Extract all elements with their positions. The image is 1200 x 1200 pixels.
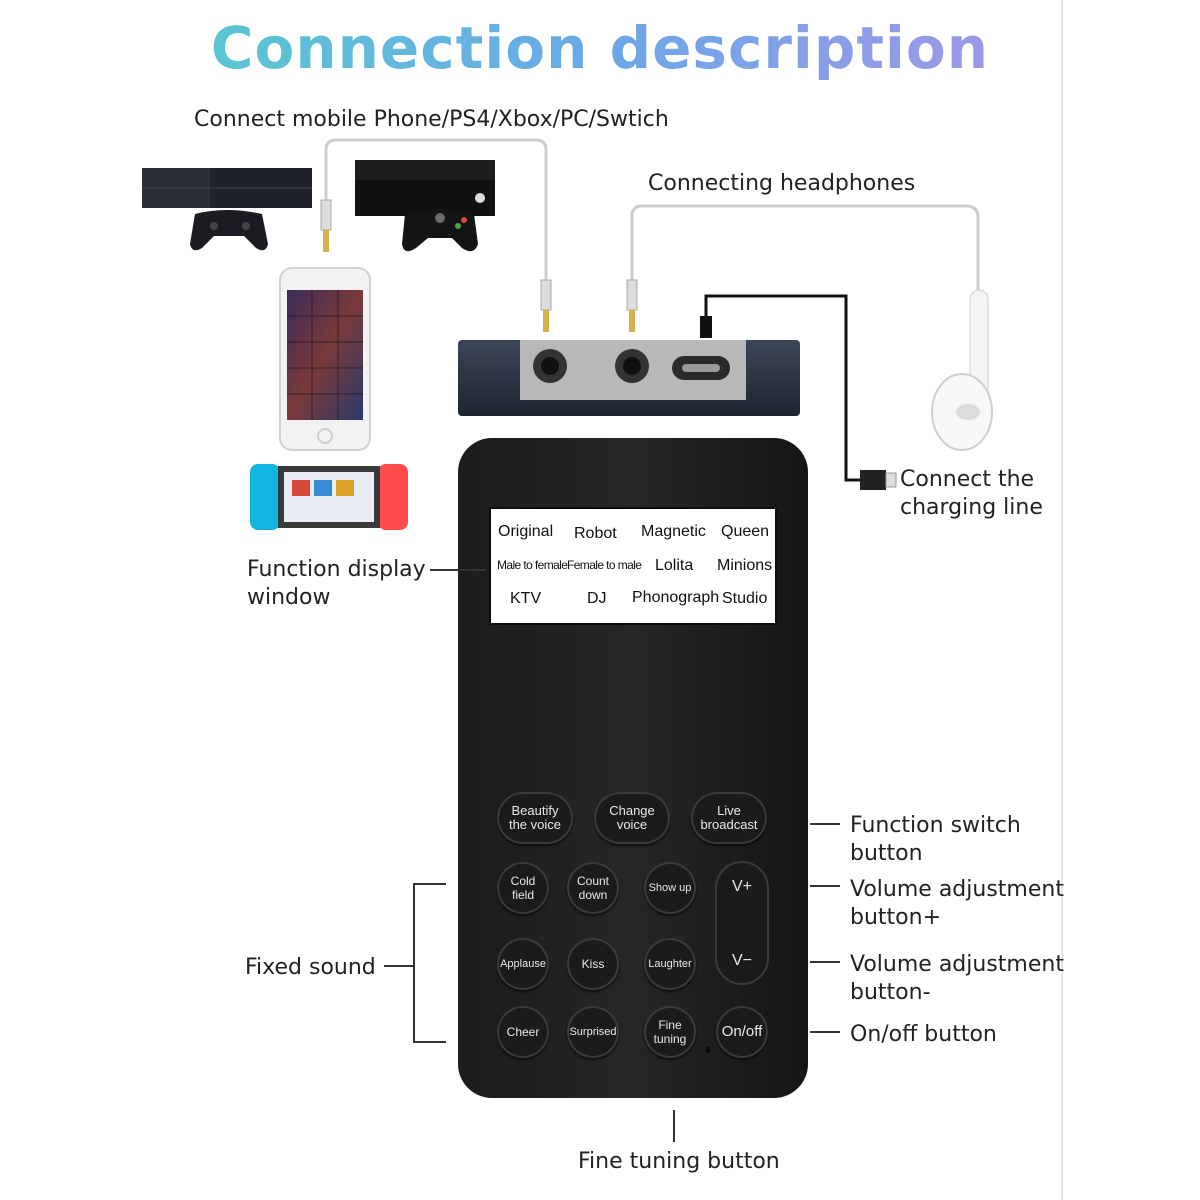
function-switch-label-2: button — [850, 841, 923, 866]
headphone-cable — [630, 204, 980, 300]
charging-cable — [704, 294, 862, 482]
function-switch-label-1: Function switch — [850, 813, 1021, 838]
ps4-console-icon — [142, 168, 312, 208]
volume-rocker — [715, 861, 769, 985]
display-ktv: KTV — [510, 590, 542, 607]
change-line-2: voice — [616, 817, 648, 832]
beautify-line-2: the voice — [508, 817, 562, 832]
kiss-button[interactable]: Kiss — [567, 938, 619, 990]
laughter-button[interactable]: Laughter — [644, 938, 696, 990]
charging-line-label-2: charging line — [900, 495, 1043, 520]
headphones-label: Connecting headphones — [648, 171, 916, 196]
charging-line-label-1: Connect the — [900, 467, 1035, 492]
volume-minus-label-1: Volume adjustment — [850, 952, 1064, 977]
aux-cable-1 — [324, 138, 548, 280]
display-phonograph: Phonograph — [632, 589, 720, 606]
nintendo-switch-icon — [250, 464, 408, 530]
show-up-button[interactable]: Show up — [644, 862, 696, 914]
surprised-button[interactable]: Surprised — [567, 1006, 619, 1058]
device-port-panel — [458, 340, 800, 416]
live-line-1: Live — [717, 803, 741, 818]
fine-tuning-label: Fine tuning button — [578, 1149, 780, 1174]
power-button[interactable]: On/off — [716, 1006, 768, 1058]
function-display-window — [489, 507, 777, 625]
cold-line-2: field — [511, 888, 534, 902]
count-line-2: down — [578, 888, 608, 902]
onoff-label: On/off button — [850, 1022, 997, 1047]
applause-button[interactable]: Applause — [497, 938, 549, 990]
aux-plug-device-icon — [540, 279, 552, 332]
beautify-line-1: Beautify — [511, 803, 559, 818]
display-dj: DJ — [587, 590, 607, 607]
volume-plus-label-2: button+ — [850, 905, 941, 930]
fine-line-1: Fine — [658, 1018, 682, 1032]
usb-plug-icon — [700, 316, 897, 490]
cheer-button[interactable]: Cheer — [497, 1006, 549, 1058]
display-minions: Minions — [717, 557, 773, 574]
display-queen: Queen — [721, 523, 770, 540]
display-male-to-female: Male to female — [497, 558, 568, 572]
volume-up-button[interactable]: V+ — [731, 878, 752, 895]
leader-lines — [384, 569, 840, 1142]
ps4-controller-icon — [190, 210, 268, 251]
smartphone-icon — [279, 267, 371, 451]
xbox-controller-icon — [402, 209, 478, 252]
earbud-icon — [931, 289, 993, 451]
display-original: Original — [498, 523, 554, 540]
cold-line-1: Cold — [510, 874, 536, 888]
volume-plus-label-1: Volume adjustment — [850, 877, 1064, 902]
aux-plug-left-icon — [320, 199, 332, 252]
change-line-1: Change — [609, 803, 655, 818]
count-line-1: Count — [576, 874, 610, 888]
display-window-label-2: window — [247, 585, 331, 610]
connect-devices-label: Connect mobile Phone/PS4/Xbox/PC/Swtich — [194, 107, 669, 132]
display-female-to-male: Female to male — [567, 558, 642, 572]
headphone-plug-icon — [626, 279, 638, 332]
page-title: Connection description — [0, 14, 1200, 82]
display-robot: Robot — [574, 525, 617, 542]
display-magnetic: Magnetic — [641, 523, 706, 540]
fine-tuning-hole — [705, 1047, 711, 1053]
live-line-2: broadcast — [700, 817, 758, 832]
fixed-sound-label: Fixed sound — [245, 955, 376, 980]
volume-down-button[interactable]: V− — [731, 952, 752, 969]
xbox-console-icon — [355, 160, 495, 216]
volume-minus-label-2: button- — [850, 980, 931, 1005]
fine-line-2: tuning — [653, 1032, 687, 1046]
display-window-label-1: Function display — [247, 557, 426, 582]
display-studio: Studio — [722, 590, 768, 607]
display-lolita: Lolita — [655, 557, 694, 574]
